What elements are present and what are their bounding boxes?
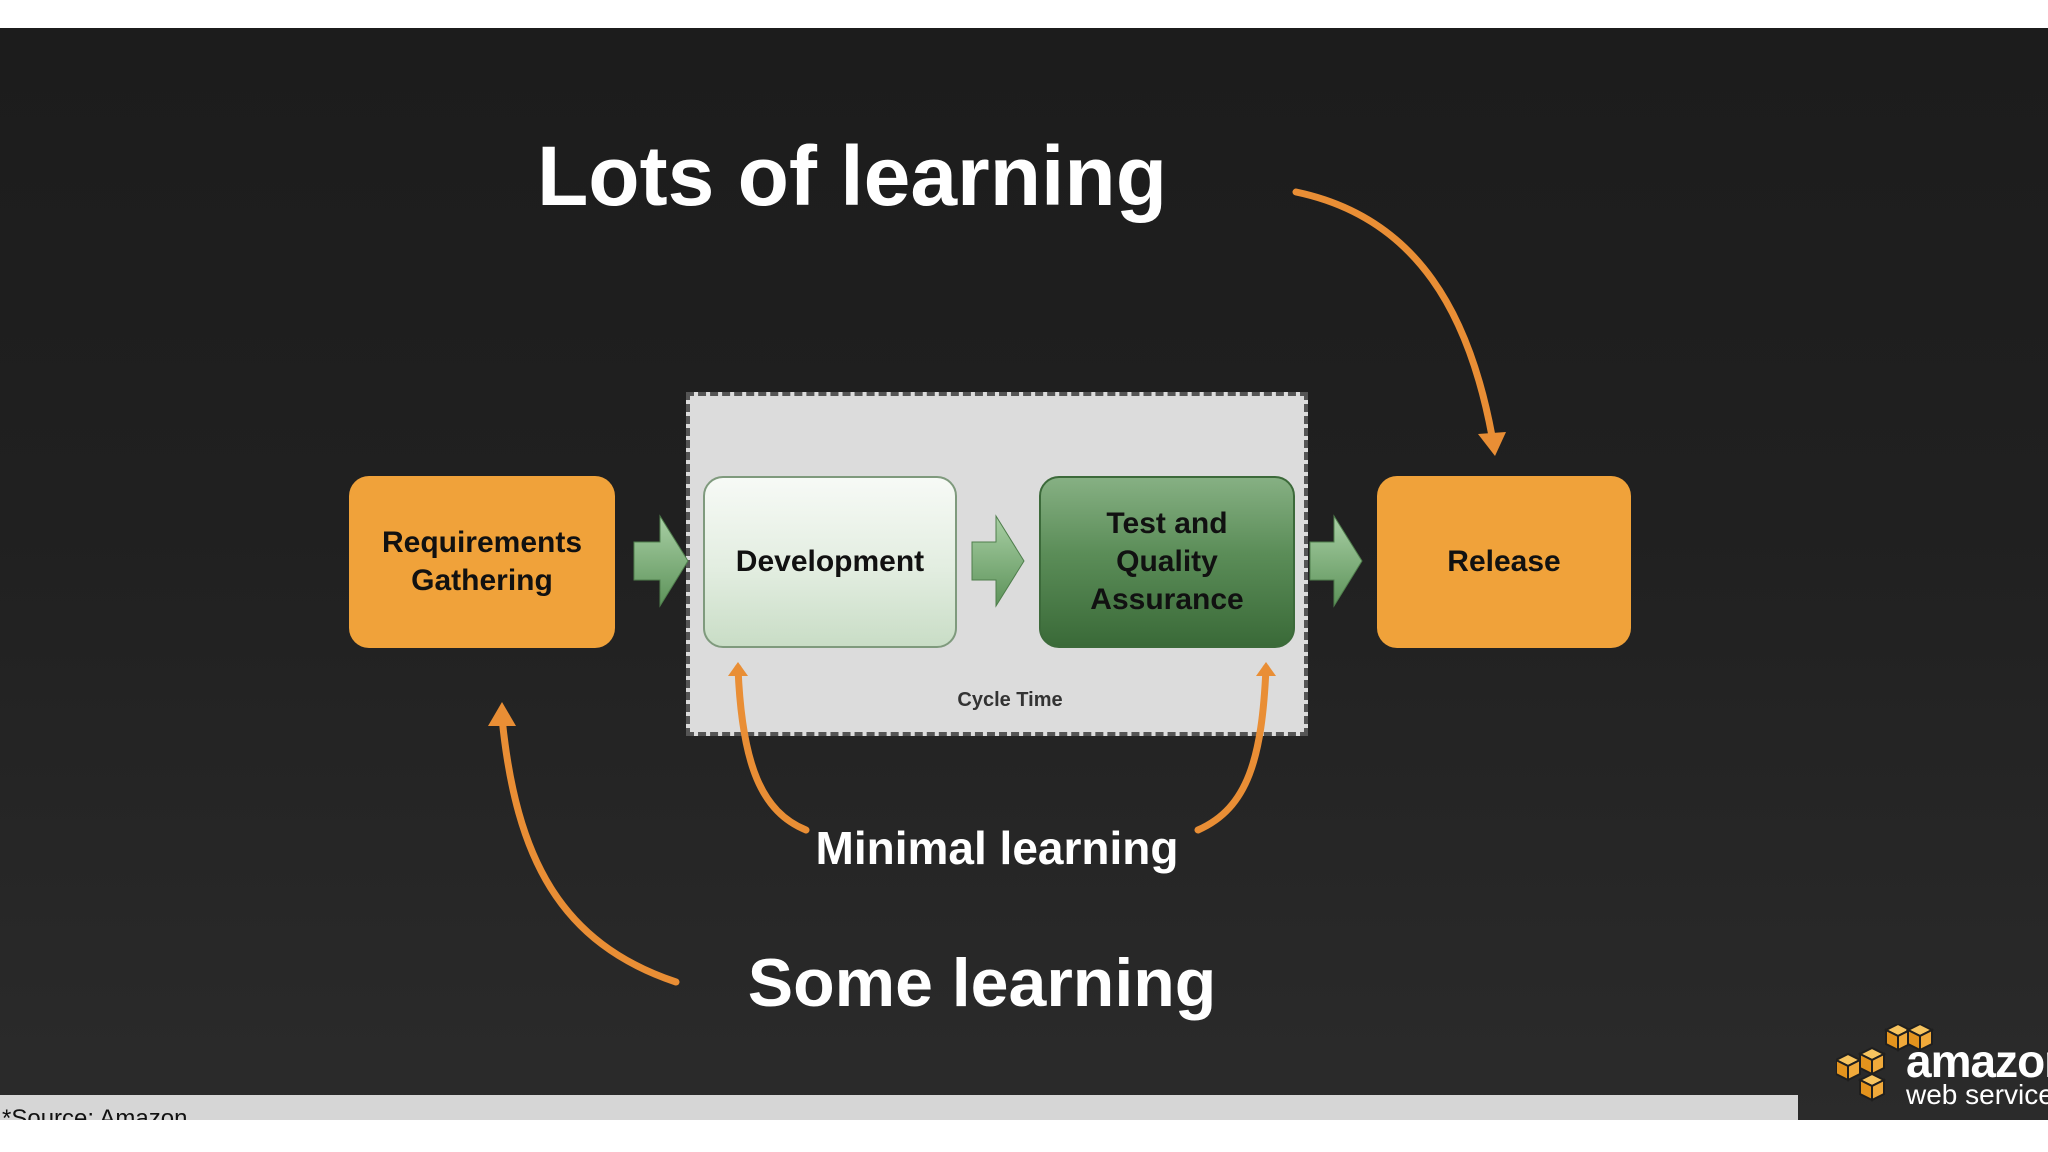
test-quality-assurance-box: Test and Quality Assurance (1039, 476, 1295, 648)
aws-subline: web services (1906, 1080, 2048, 1110)
curved-arrow-head (1478, 432, 1506, 456)
cycle-time-label: Cycle Time (957, 689, 1063, 711)
curved-arrow-icon (734, 664, 810, 834)
flow-arrow-icon (971, 514, 1025, 608)
slide: Lots of learning Cycle Time Requirements… (0, 28, 2048, 1120)
curved-arrow-icon (1194, 664, 1270, 834)
lots-of-learning-title: Lots of learning (537, 129, 1167, 223)
source-text: *Source: Amazon (2, 1105, 188, 1120)
release-box: Release (1377, 476, 1631, 648)
curved-arrow-icon (498, 714, 680, 986)
some-learning-label: Some learning (747, 945, 1217, 1021)
source-bar: *Source: Amazon (0, 1095, 1798, 1120)
requirements-gathering-box: Requirements Gathering (349, 476, 615, 648)
flow-arrow-icon (1309, 514, 1363, 608)
curved-arrow-head (1256, 662, 1276, 676)
curved-arrow-head (488, 702, 516, 726)
aws-logo: amazon web services (1836, 1024, 2048, 1114)
flow-arrow-icon (633, 514, 689, 608)
curved-arrow-head (728, 662, 748, 676)
development-box: Development (703, 476, 957, 648)
aws-cubes-logo-icon (1836, 1024, 1935, 1102)
minimal-learning-label: Minimal learning (815, 822, 1179, 874)
curved-arrow-icon (1292, 188, 1496, 440)
arrows-overlay (488, 188, 1506, 986)
aws-wordmark: amazon (1906, 1038, 2048, 1084)
